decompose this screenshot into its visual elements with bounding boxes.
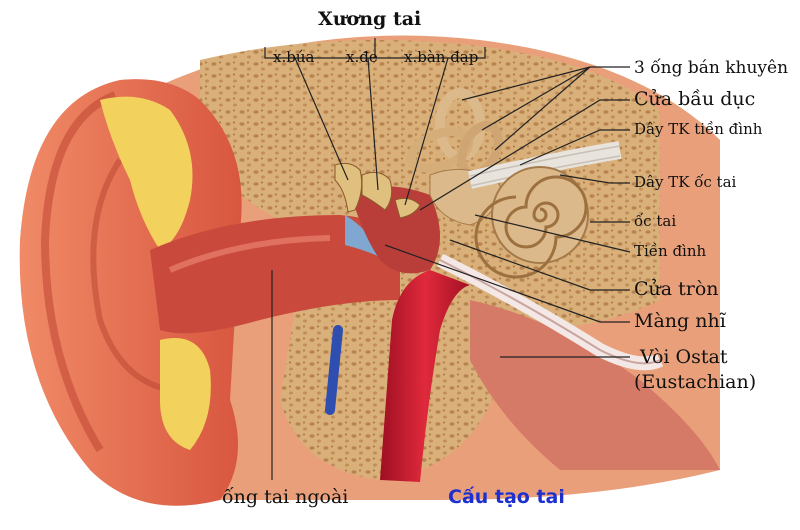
- leader-canals-2: [481, 66, 591, 131]
- label-eustachian-tube: Vòi Ostat: [640, 346, 728, 368]
- label-eustachian-english: (Eustachian): [634, 371, 757, 393]
- leader-eardrum: [384, 244, 630, 323]
- cochlea-body: [491, 166, 589, 264]
- leader-hammer: [294, 57, 349, 181]
- label-vestibular-nerve: Dây TK tiền đình: [634, 120, 763, 138]
- label-stirrup: x.bàn đạp: [404, 48, 479, 66]
- leader-anvil: [367, 57, 379, 191]
- anvil-bone: [361, 171, 393, 211]
- eustachian-tube-edge: [439, 259, 661, 365]
- leader-oval-window: [419, 99, 630, 211]
- label-round-window: Cửa tròn: [634, 278, 719, 300]
- diagram-caption: Cấu tạo tai: [448, 486, 565, 508]
- leader-vestibule: [474, 214, 631, 253]
- leader-lines: [264, 38, 631, 480]
- label-oval-window: Cửa bầu dục: [634, 88, 756, 110]
- leader-vestibular-nerve: [519, 129, 630, 166]
- label-semicircular-canals: 3 ống bán khuyên: [634, 58, 789, 78]
- pinna-concha: [90, 158, 171, 393]
- leader-cochlear-nerve: [559, 174, 630, 184]
- label-vestibule: Tiền đình: [634, 242, 707, 260]
- vein: [325, 325, 343, 415]
- label-eardrum: Màng nhĩ: [634, 310, 726, 332]
- vestibulocochlear-nerve: [468, 141, 622, 189]
- fat-deposit-upper: [100, 96, 193, 251]
- muscle-tissue: [470, 300, 720, 470]
- stirrup-bone: [394, 197, 421, 219]
- leader-round-window: [449, 239, 630, 291]
- pinna-helix: [40, 91, 117, 453]
- label-cochlea: ốc tai: [634, 212, 677, 230]
- ossicles-title: Xương tai: [318, 8, 422, 30]
- fat-deposit-lower: [160, 338, 211, 450]
- label-anvil: x.đe: [346, 48, 378, 66]
- label-ear-canal: ống tai ngoài: [222, 486, 349, 508]
- label-hammer: x.búa: [273, 48, 315, 66]
- leader-canals-3: [494, 66, 591, 151]
- label-cochlear-nerve: Dây TK ốc tai: [634, 173, 737, 191]
- cochlea-spiral: [474, 175, 588, 279]
- leader-stirrup: [404, 57, 449, 206]
- carotid-artery: [380, 270, 470, 482]
- ear-canal-highlight: [168, 235, 331, 273]
- ear-canal: [150, 215, 400, 334]
- hammer-bone: [334, 162, 363, 213]
